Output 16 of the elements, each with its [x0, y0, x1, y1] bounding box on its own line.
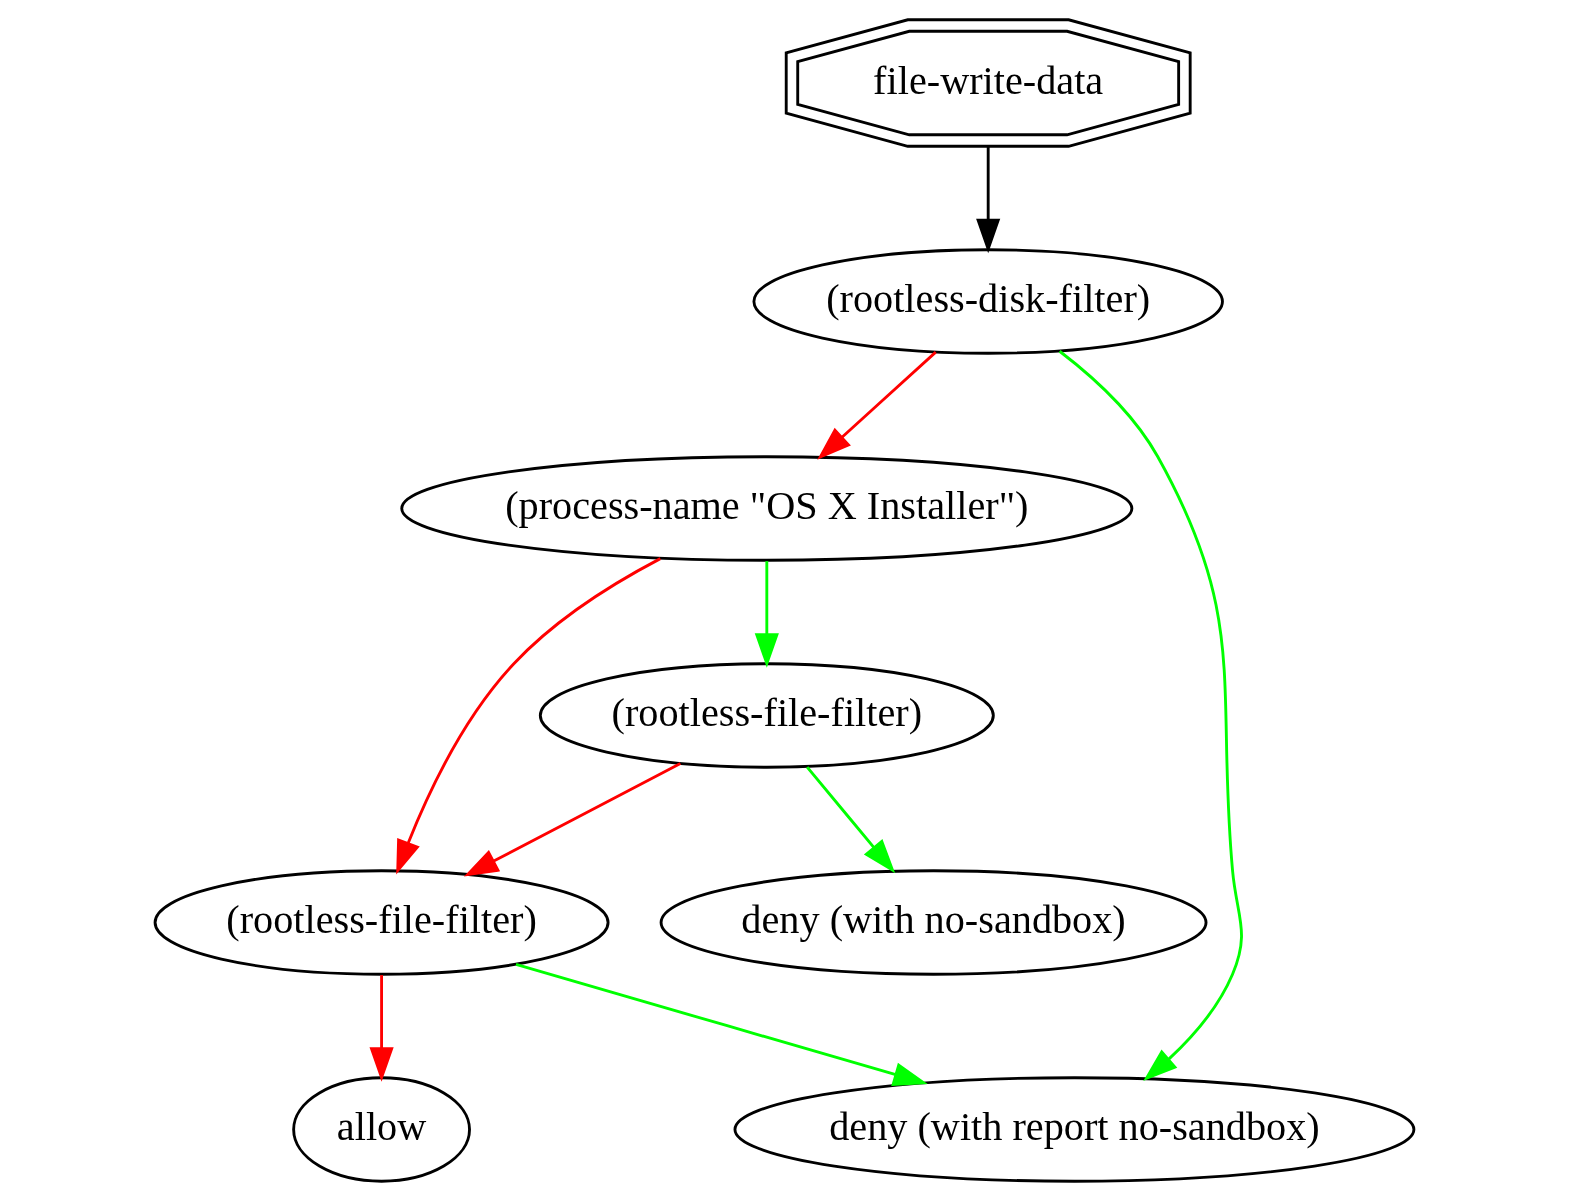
node-ellipse: (process-name "OS X Installer"): [399, 455, 1133, 562]
node-ellipse: (rootless-file-filter): [538, 662, 995, 769]
arrow: [1058, 350, 1243, 1082]
arrow: [369, 975, 394, 1082]
arrow: [463, 762, 681, 877]
arrow: [395, 557, 661, 875]
arrow: [805, 766, 895, 874]
node-ellipse: allow: [291, 1076, 471, 1183]
arrow: [975, 146, 1000, 254]
arrow: [754, 561, 779, 668]
node-ellipse: (rootless-disk-filter): [751, 248, 1224, 355]
node-ellipse: (rootless-file-filter): [153, 869, 610, 976]
arrow: [515, 963, 928, 1086]
node-ellipse: deny (with no-sandbox): [659, 869, 1207, 976]
node-ellipse: deny (with report no-sandbox): [733, 1076, 1415, 1183]
arrow: [816, 351, 937, 460]
